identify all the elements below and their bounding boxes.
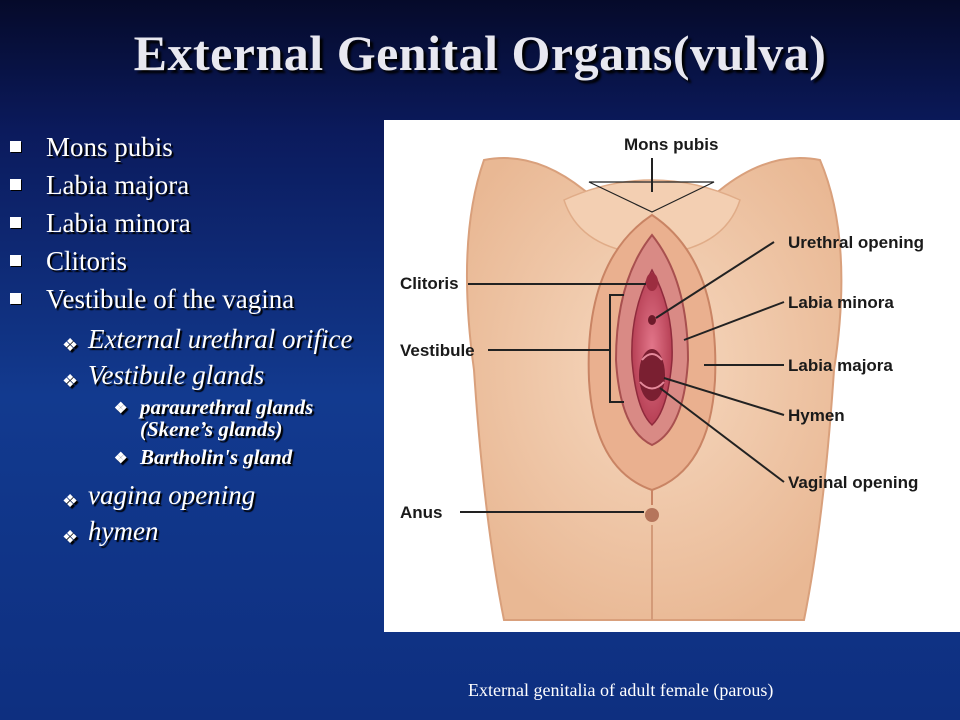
urethral-opening-shape [648, 315, 656, 325]
label-labia-minora: Labia minora [788, 293, 894, 312]
diamond-bullet-icon: ❖ [114, 401, 128, 417]
bullet-hymen: ❖hymen [10, 516, 380, 547]
bullet-clitoris: Clitoris [10, 242, 380, 280]
label-vestibule: Vestibule [400, 341, 475, 360]
bullet-paraurethral-glands: ❖paraurethral glands (Skene’s glands) [114, 395, 314, 441]
square-bullet-icon [10, 217, 21, 228]
bullet-mons-pubis: Mons pubis [10, 128, 380, 166]
leader-labia-minora [683, 301, 785, 341]
diamond-bullet-icon: ❖ [62, 371, 79, 391]
label-clitoris: Clitoris [400, 274, 459, 293]
leader-vaginal-opening [659, 387, 785, 483]
square-bullet-icon [10, 179, 21, 190]
anatomy-figure: Mons pubis Urethral opening Clitoris Lab… [384, 120, 960, 632]
bullet-vagina-opening: ❖vagina opening [10, 480, 380, 511]
clitoris-shape [646, 273, 658, 291]
square-bullet-icon [10, 141, 21, 152]
slide-title: External Genital Organs(vulva) [133, 25, 827, 81]
diamond-bullet-icon: ❖ [62, 335, 79, 355]
vaginal-opening-shape [639, 349, 665, 401]
figure-caption: External genitalia of adult female (paro… [468, 680, 774, 700]
vulva-diagram: Mons pubis Urethral opening Clitoris Lab… [400, 135, 924, 621]
leader-urethral [655, 241, 775, 319]
vestibule-bracket [609, 294, 624, 403]
bullet-vestibule: Vestibule of the vagina [10, 280, 380, 318]
square-bullet-icon [10, 293, 21, 304]
bullet-list: Mons pubis Labia majora Labia minora Cli… [10, 128, 380, 547]
bullet-vestibule-glands: ❖Vestibule glands [10, 360, 380, 391]
label-vaginal-opening: Vaginal opening [788, 473, 918, 492]
diamond-bullet-icon: ❖ [62, 491, 79, 511]
label-hymen: Hymen [788, 406, 845, 425]
label-labia-majora: Labia majora [788, 356, 893, 375]
bullet-labia-majora: Labia majora [10, 166, 380, 204]
diamond-bullet-icon: ❖ [114, 451, 128, 467]
label-urethral-opening: Urethral opening [788, 233, 924, 252]
anus-shape [645, 508, 659, 522]
bullet-labia-minora: Labia minora [10, 204, 380, 242]
hymen-shape [639, 353, 665, 390]
leader-hymen [663, 377, 785, 416]
bullet-external-urethral-orifice: ❖External urethral orifice [10, 324, 380, 355]
bullet-bartholin-gland: ❖Bartholin's gland [114, 445, 293, 469]
label-mons-pubis: Mons pubis [624, 135, 718, 154]
square-bullet-icon [10, 255, 21, 266]
label-anus: Anus [400, 503, 443, 522]
diamond-bullet-icon: ❖ [62, 527, 79, 547]
